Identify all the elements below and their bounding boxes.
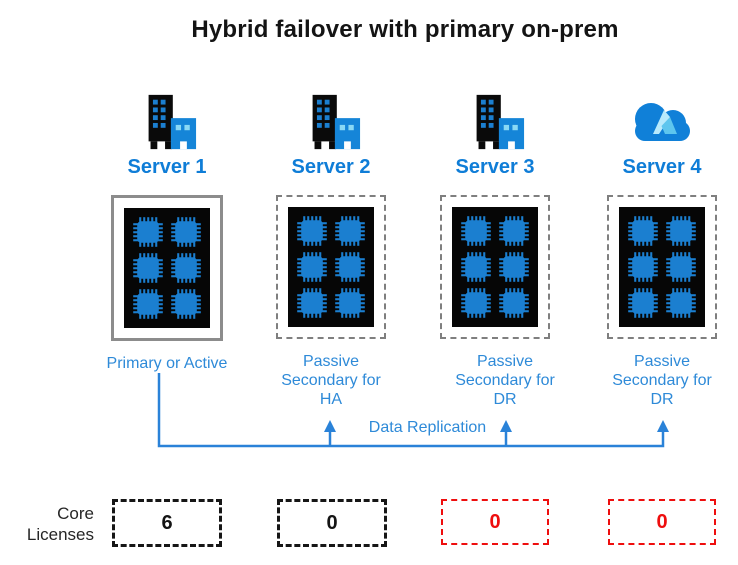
- cpu-chip-icon: [627, 251, 659, 283]
- cpu-chip-icon: [132, 252, 164, 284]
- server-name: Server 3: [455, 156, 535, 178]
- server-column-1: Server 1 Primary or Active: [92, 80, 242, 373]
- server-box-secondary: [276, 195, 386, 339]
- arrowhead-server4: [657, 420, 669, 432]
- cpu-chip-icon: [170, 288, 202, 320]
- server-role-label: Passive Secondary for HA: [281, 353, 381, 408]
- license-box-server2: 0: [277, 499, 387, 547]
- cpu-chip-icon: [170, 252, 202, 284]
- cpu-chip-icon: [296, 251, 328, 283]
- diagram-title: Hybrid failover with primary on-prem: [191, 16, 619, 43]
- cpu-chip-icon: [460, 215, 492, 247]
- server-role-label: Primary or Active: [106, 355, 228, 372]
- license-box-server3: 0: [441, 499, 549, 545]
- server-role-label: Passive Secondary for DR: [612, 353, 712, 408]
- cpu-panel: [288, 207, 374, 327]
- cpu-chip-icon: [498, 215, 530, 247]
- cpu-chip-icon: [665, 215, 697, 247]
- cpu-panel: [124, 208, 210, 328]
- cpu-chip-icon: [498, 251, 530, 283]
- cpu-chip-icon: [498, 287, 530, 319]
- cpu-chip-icon: [296, 287, 328, 319]
- server-name: Server 1: [127, 156, 207, 178]
- cpu-panel: [452, 207, 538, 327]
- cpu-chip-icon: [334, 251, 366, 283]
- server-name: Server 2: [291, 156, 371, 178]
- cpu-chip-icon: [460, 287, 492, 319]
- office-building-icon: [136, 80, 198, 152]
- office-building-icon: [300, 80, 362, 152]
- license-count: 0: [326, 511, 338, 534]
- server-box-secondary: [440, 195, 550, 339]
- server-column-3: Server 3 Passive Secondary for DR: [420, 80, 570, 409]
- office-building-icon: [464, 80, 526, 152]
- cpu-panel: [619, 207, 705, 327]
- arrowhead-server2: [324, 420, 336, 432]
- cpu-chip-icon: [296, 215, 328, 247]
- cpu-chip-icon: [334, 287, 366, 319]
- license-count: 6: [161, 511, 173, 534]
- server-column-4: Server 4 Passive Secondary for DR: [587, 80, 737, 409]
- cpu-chip-icon: [627, 215, 659, 247]
- cpu-chip-icon: [132, 288, 164, 320]
- cpu-chip-icon: [665, 251, 697, 283]
- azure-cloud-icon: [624, 80, 700, 152]
- license-count: 0: [489, 510, 501, 533]
- server-box-primary: [111, 195, 223, 341]
- data-replication-label: Data Replication: [368, 419, 487, 436]
- license-box-server4: 0: [608, 499, 716, 545]
- cpu-chip-icon: [170, 216, 202, 248]
- cpu-chip-icon: [665, 287, 697, 319]
- server-role-label: Passive Secondary for DR: [455, 353, 555, 408]
- cpu-chip-icon: [132, 216, 164, 248]
- license-count: 0: [656, 510, 668, 533]
- server-column-2: Server 2 Passive Secondary for HA: [256, 80, 406, 409]
- server-name: Server 4: [622, 156, 702, 178]
- server-box-secondary: [607, 195, 717, 339]
- license-box-server1: 6: [112, 499, 222, 547]
- core-licenses-label: Core Licenses: [26, 504, 94, 544]
- cpu-chip-icon: [460, 251, 492, 283]
- cpu-chip-icon: [627, 287, 659, 319]
- cpu-chip-icon: [334, 215, 366, 247]
